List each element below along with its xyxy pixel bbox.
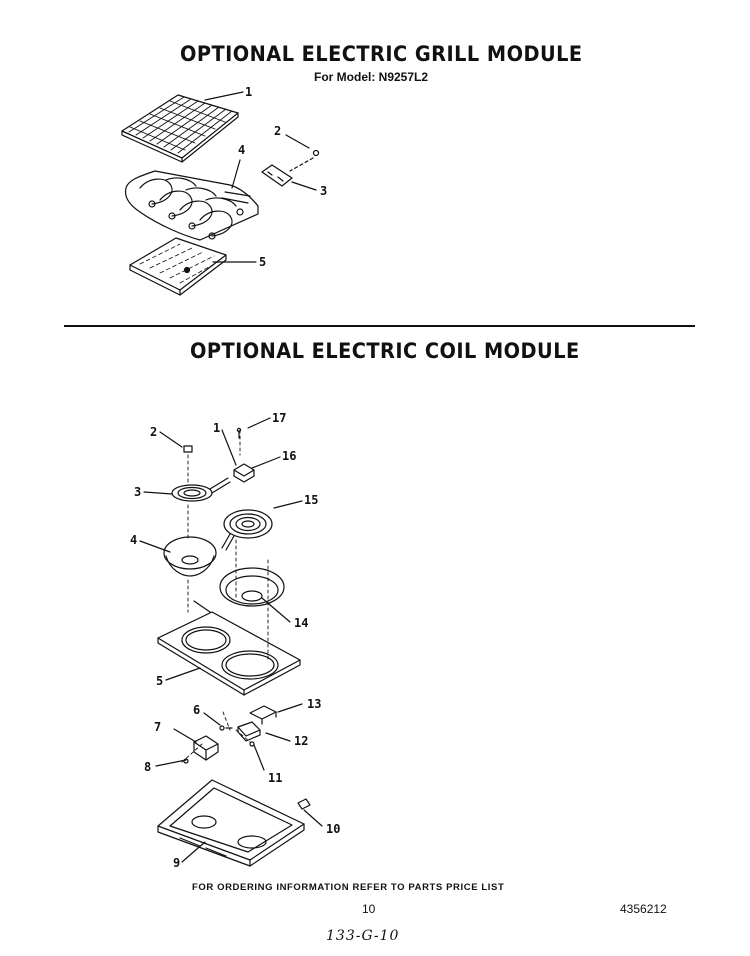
- coil-screw-small: [183, 445, 193, 453]
- coil-callout-6: 6: [193, 703, 201, 717]
- grill-callout-2: 2: [274, 124, 282, 138]
- ordering-info-note: FOR ORDERING INFORMATION REFER TO PARTS …: [192, 882, 505, 893]
- coil-screw-11: [249, 741, 255, 747]
- coil-callout-8: 8: [144, 760, 152, 774]
- coil-module-title: OPTIONAL ELECTRIC COIL MODULE: [190, 339, 580, 363]
- grill-heating-element: [124, 170, 259, 241]
- coil-callout-14: 14: [294, 616, 309, 630]
- coil-callout-11: 11: [268, 771, 283, 785]
- grill-callout-1: 1: [245, 85, 253, 99]
- coil-callout-12: 12: [294, 734, 309, 748]
- grill-drip-pan: [129, 237, 227, 296]
- section-divider: [64, 325, 695, 327]
- coil-terminal-block: [237, 721, 261, 742]
- grill-grate: [121, 94, 239, 163]
- model-subtitle: For Model: N9257L2: [314, 70, 429, 84]
- cooktop-frame: [157, 600, 301, 696]
- mounting-bracket: [249, 705, 277, 725]
- coil-callout-10: 10: [326, 822, 341, 836]
- large-drip-bowl: [219, 567, 285, 607]
- large-coil-element: [221, 509, 273, 551]
- module-pan: [157, 779, 305, 867]
- grill-terminal-block: [261, 164, 293, 187]
- coil-screw-8: [183, 758, 189, 764]
- coil-callout-16: 16: [282, 449, 297, 463]
- receptacle-block: [193, 735, 219, 761]
- coil-callout-17: 17: [272, 411, 287, 425]
- grill-module-title: OPTIONAL ELECTRIC GRILL MODULE: [180, 42, 583, 66]
- small-drip-bowl: [163, 536, 217, 577]
- coil-receptacle: [233, 463, 255, 483]
- coil-callout-9: 9: [173, 856, 181, 870]
- coil-callout-2: 2: [150, 425, 158, 439]
- page-number: 10: [362, 902, 376, 916]
- grill-screw: [312, 149, 320, 157]
- document-number: 4356212: [620, 902, 667, 916]
- small-coil-element: [171, 477, 231, 502]
- coil-callout-15: 15: [304, 493, 319, 507]
- coil-callout-3: 3: [134, 485, 142, 499]
- grill-callout-5: 5: [259, 255, 267, 269]
- spring-clip: [297, 798, 311, 810]
- coil-callout-4: 4: [130, 533, 138, 547]
- grill-callout-4: 4: [238, 143, 246, 157]
- handwritten-code: 133-G-10: [326, 928, 400, 944]
- coil-callout-7: 7: [154, 720, 162, 734]
- coil-screw-top: [236, 427, 242, 439]
- coil-callout-13: 13: [307, 697, 322, 711]
- grill-callout-3: 3: [320, 184, 328, 198]
- coil-callout-1: 1: [213, 421, 221, 435]
- coil-callout-5: 5: [156, 674, 164, 688]
- coil-screw-6: [219, 725, 233, 731]
